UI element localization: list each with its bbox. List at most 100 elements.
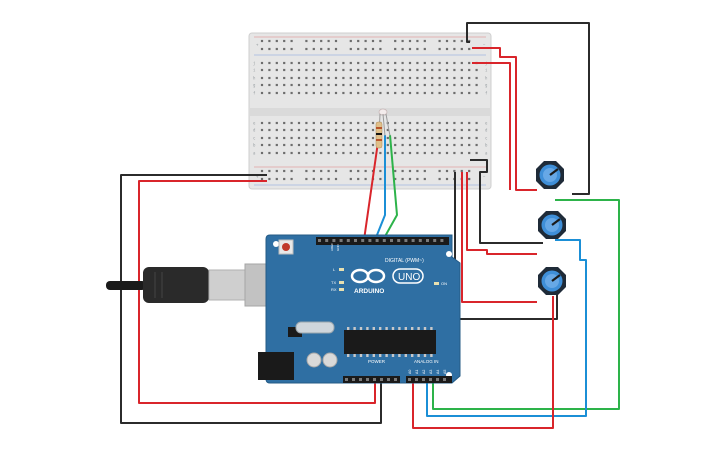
reset-button-cap[interactable] <box>282 243 290 251</box>
breadboard-hole[interactable] <box>475 136 478 140</box>
breadboard-hole[interactable] <box>320 151 323 155</box>
breadboard-hole[interactable] <box>327 151 330 155</box>
breadboard-hole[interactable] <box>320 143 323 147</box>
breadboard-hole[interactable] <box>290 76 293 80</box>
breadboard-hole[interactable] <box>349 76 352 80</box>
header-pin[interactable] <box>332 239 336 242</box>
breadboard-hole[interactable] <box>275 136 278 140</box>
breadboard-hole[interactable] <box>401 169 404 173</box>
header-pin[interactable] <box>436 378 439 381</box>
breadboard-hole[interactable] <box>305 143 308 147</box>
breadboard-hole[interactable] <box>460 83 463 87</box>
breadboard-hole[interactable] <box>401 151 404 155</box>
breadboard-hole[interactable] <box>431 136 434 140</box>
breadboard-hole[interactable] <box>290 83 293 87</box>
breadboard-hole[interactable] <box>349 151 352 155</box>
breadboard-hole[interactable] <box>460 121 463 125</box>
breadboard-hole[interactable] <box>453 47 456 51</box>
breadboard-hole[interactable] <box>260 128 264 132</box>
breadboard-hole[interactable] <box>260 136 264 140</box>
breadboard-hole[interactable] <box>394 177 397 181</box>
breadboard-hole[interactable] <box>275 177 278 181</box>
breadboard-hole[interactable] <box>416 121 419 125</box>
breadboard-hole[interactable] <box>423 151 426 155</box>
breadboard-hole[interactable] <box>305 136 308 140</box>
breadboard-hole[interactable] <box>334 136 338 140</box>
wire-black-ground-loop[interactable] <box>120 174 382 424</box>
breadboard-hole[interactable] <box>290 121 293 125</box>
breadboard-hole[interactable] <box>408 136 412 140</box>
breadboard-hole[interactable] <box>320 76 323 80</box>
breadboard-hole[interactable] <box>327 143 330 147</box>
breadboard-hole[interactable] <box>342 121 345 125</box>
breadboard-hole[interactable] <box>275 47 278 51</box>
breadboard-hole[interactable] <box>408 61 412 65</box>
breadboard-hole[interactable] <box>423 177 426 181</box>
breadboard-hole[interactable] <box>327 47 330 51</box>
breadboard-hole[interactable] <box>445 76 449 80</box>
breadboard-hole[interactable] <box>408 68 412 72</box>
breadboard-hole[interactable] <box>357 151 360 155</box>
breadboard-hole[interactable] <box>431 83 434 87</box>
breadboard-hole[interactable] <box>460 61 463 65</box>
digital-header-pins[interactable] <box>318 239 444 242</box>
header-pin[interactable] <box>397 239 401 242</box>
breadboard-hole[interactable] <box>364 121 367 125</box>
breadboard-hole[interactable] <box>357 39 360 43</box>
wire-red-pot1[interactable] <box>472 47 537 191</box>
breadboard-hole[interactable] <box>297 68 301 72</box>
power-header[interactable] <box>343 376 400 383</box>
breadboard-hole[interactable] <box>342 61 345 65</box>
breadboard-hole[interactable] <box>371 128 375 132</box>
breadboard-hole[interactable] <box>260 91 264 95</box>
breadboard-hole[interactable] <box>305 128 308 132</box>
breadboard-hole[interactable] <box>260 39 264 43</box>
breadboard-hole[interactable] <box>416 143 419 147</box>
arduino-uno[interactable]: DIGITAL (PWM~) AREF GND ARDUINO UNO L TX… <box>258 234 461 384</box>
header-pin[interactable] <box>361 239 365 242</box>
header-pin[interactable] <box>429 378 432 381</box>
breadboard-hole[interactable] <box>268 68 271 72</box>
breadboard-hole[interactable] <box>423 76 426 80</box>
breadboard-hole[interactable] <box>453 121 456 125</box>
usb-cable[interactable] <box>106 263 290 307</box>
breadboard-hole[interactable] <box>283 151 286 155</box>
breadboard-hole[interactable] <box>445 39 449 43</box>
breadboard-hole[interactable] <box>297 121 301 125</box>
breadboard-hole[interactable] <box>394 47 397 51</box>
breadboard-hole[interactable] <box>438 121 441 125</box>
breadboard-hole[interactable] <box>438 47 441 51</box>
header-pin[interactable] <box>422 378 425 381</box>
breadboard-hole[interactable] <box>334 143 338 147</box>
breadboard-hole[interactable] <box>334 39 338 43</box>
breadboard-hole[interactable] <box>431 151 434 155</box>
breadboard-hole[interactable] <box>260 83 264 87</box>
breadboard-hole[interactable] <box>290 61 293 65</box>
breadboard-hole[interactable] <box>283 68 286 72</box>
breadboard-hole[interactable] <box>297 136 301 140</box>
breadboard-hole[interactable] <box>453 143 456 147</box>
resistor[interactable] <box>375 121 383 149</box>
breadboard-hole[interactable] <box>320 169 323 173</box>
breadboard-hole[interactable] <box>416 177 419 181</box>
breadboard-hole[interactable] <box>431 128 434 132</box>
breadboard-hole[interactable] <box>342 68 345 72</box>
breadboard-hole[interactable] <box>268 169 271 173</box>
breadboard-hole[interactable] <box>475 128 478 132</box>
breadboard-hole[interactable] <box>320 39 323 43</box>
breadboard-hole[interactable] <box>475 143 478 147</box>
breadboard-hole[interactable] <box>371 121 375 125</box>
breadboard-hole[interactable] <box>334 76 338 80</box>
wire-black-pot2[interactable] <box>470 159 543 244</box>
breadboard-hole[interactable] <box>283 39 286 43</box>
breadboard-hole[interactable] <box>468 143 471 147</box>
header-pin[interactable] <box>346 239 350 242</box>
breadboard-hole[interactable] <box>408 169 412 173</box>
breadboard-hole[interactable] <box>416 169 419 173</box>
breadboard-hole[interactable] <box>445 47 449 51</box>
breadboard-hole[interactable] <box>386 68 389 72</box>
breadboard-hole[interactable] <box>260 61 264 65</box>
breadboard-hole[interactable] <box>364 61 367 65</box>
breadboard-hole[interactable] <box>305 121 308 125</box>
breadboard-hole[interactable] <box>290 39 293 43</box>
